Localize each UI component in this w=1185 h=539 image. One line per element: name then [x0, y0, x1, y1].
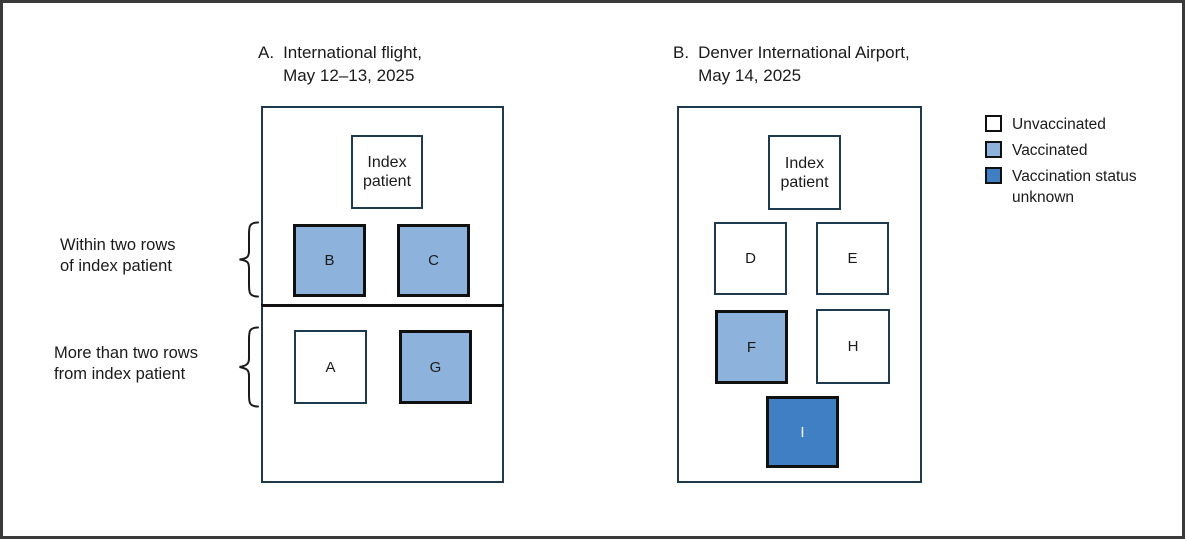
status-unknown-swatch-icon	[985, 167, 1002, 184]
panel-a-title-line1: International flight,	[283, 43, 422, 62]
seat-box-patient-c: C	[397, 224, 470, 297]
row-divider-line	[261, 304, 504, 307]
legend-row-status-unknown: Vaccination status unknown	[985, 166, 1147, 208]
curly-brace-more-rows	[239, 326, 259, 408]
panel-a-letter: A.	[258, 43, 275, 62]
seat-box-patient-a: A	[294, 330, 367, 404]
location-box-patient-e: E	[816, 222, 889, 295]
legend-row-vaccinated: Vaccinated	[985, 140, 1147, 161]
panel-b-title-line2: May 14, 2025	[698, 66, 802, 85]
panel-b-title: B. Denver International Airport, May 14,…	[673, 41, 910, 87]
annotation-more-than-two-rows: More than two rows from index patient	[54, 344, 198, 383]
location-box-patient-h: H	[816, 309, 890, 384]
curly-brace-within-rows	[239, 221, 259, 298]
legend-label: Vaccinated	[1012, 142, 1088, 159]
panel-a-title-line2: May 12–13, 2025	[283, 66, 415, 85]
panel-a-title: A. International flight, May 12–13, 2025	[258, 41, 422, 87]
location-box-patient-i: I	[766, 396, 839, 468]
unvaccinated-swatch-icon	[985, 115, 1002, 132]
legend-label: Vaccination status unknown	[1012, 168, 1137, 206]
vaccination-status-legend: Unvaccinated Vaccinated Vaccination stat…	[985, 114, 1147, 213]
legend-label: Unvaccinated	[1012, 116, 1106, 133]
seat-box-patient-g: G	[399, 330, 472, 404]
legend-row-unvaccinated: Unvaccinated	[985, 114, 1147, 135]
seat-box-patient-b: B	[293, 224, 366, 297]
annotation-within-two-rows: Within two rows of index patient	[60, 236, 176, 275]
panel-b-letter: B.	[673, 43, 690, 62]
panel-b-title-line1: Denver International Airport,	[698, 43, 910, 62]
location-box-patient-d: D	[714, 222, 787, 295]
location-box-patient-f: F	[715, 310, 788, 384]
vaccinated-swatch-icon	[985, 141, 1002, 158]
